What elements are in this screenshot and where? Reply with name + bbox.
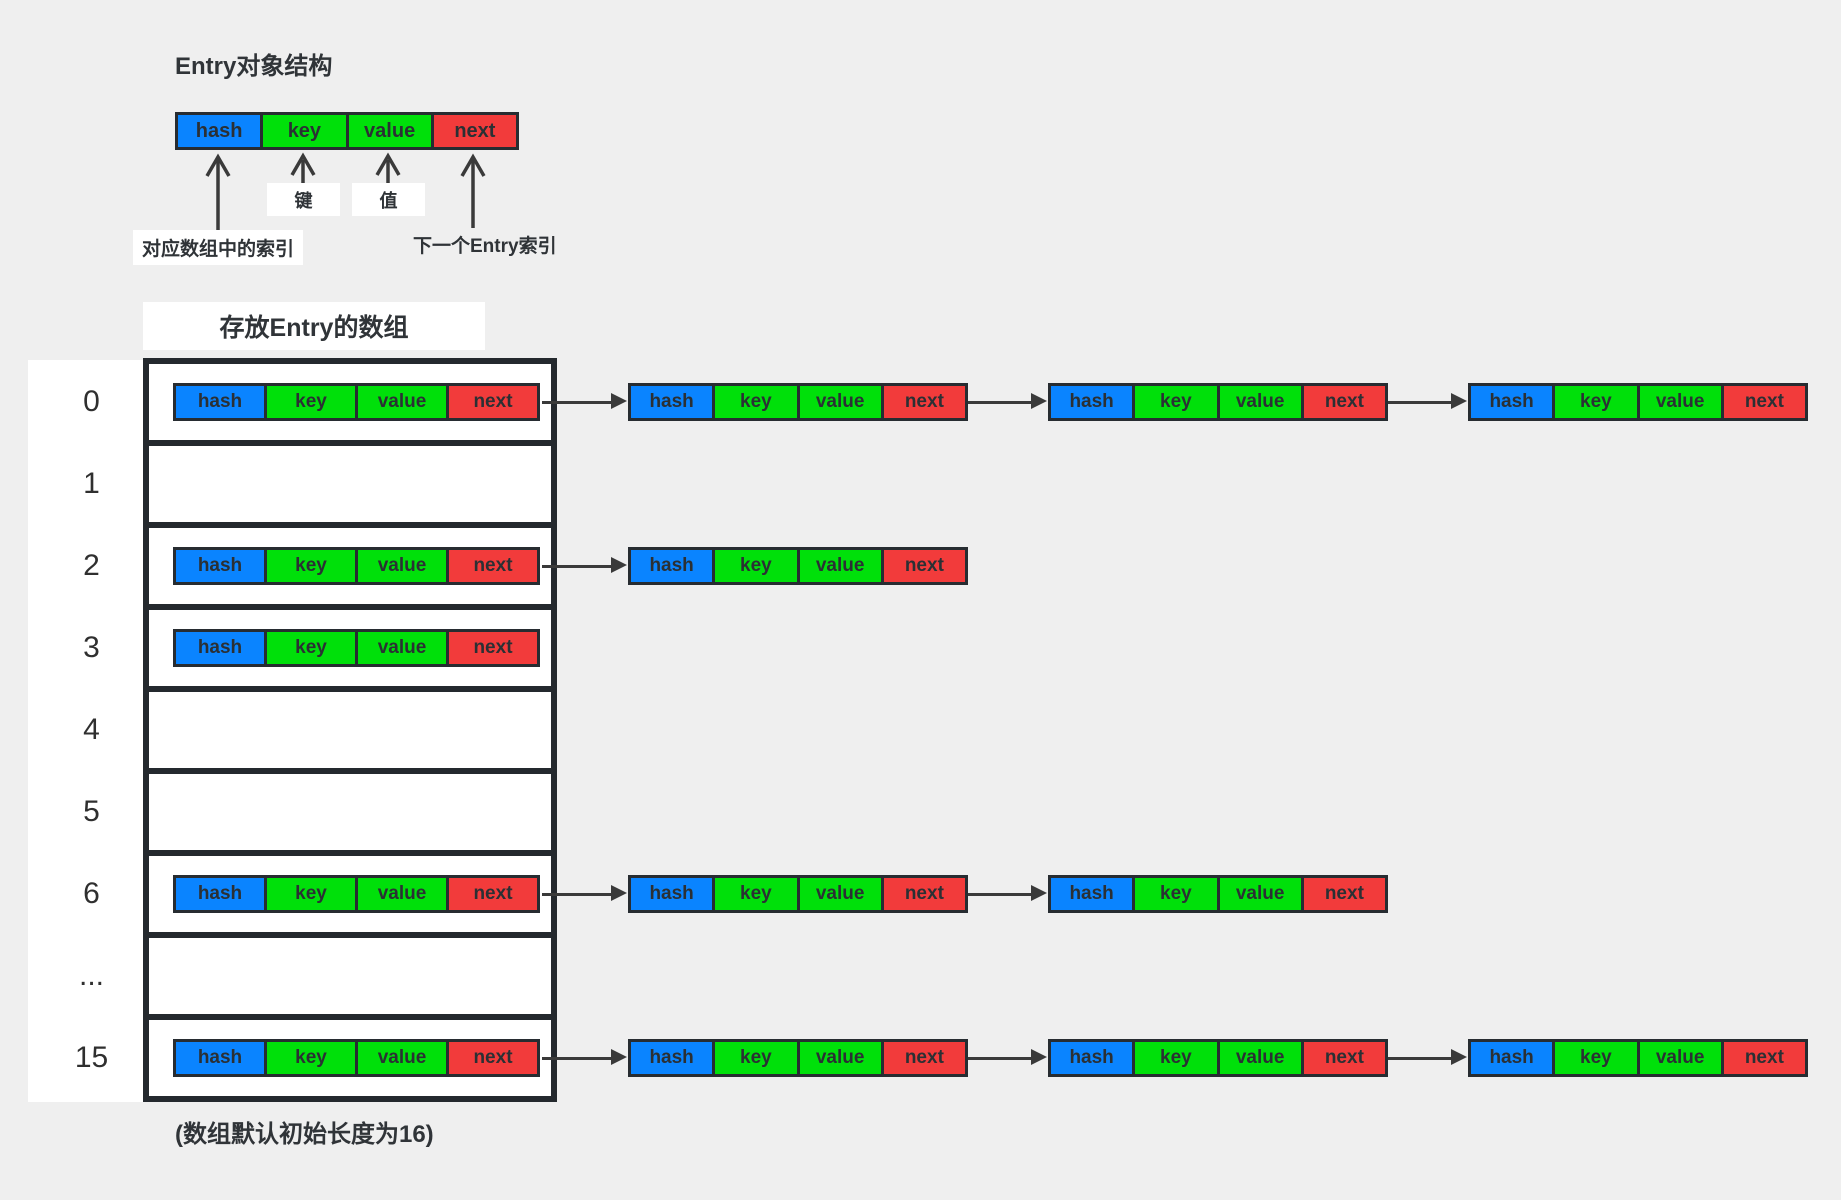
entry-cell-next: next: [1300, 383, 1388, 421]
entry-cell-next: next: [880, 875, 968, 913]
entry-cell-key: key: [712, 875, 800, 913]
entry-cell-key: key: [712, 547, 800, 585]
entry-cell-key: key: [712, 1039, 800, 1077]
arrowhead-icon: [611, 393, 627, 409]
next-pointer-arrow: [460, 153, 486, 228]
entry-cell-hash: hash: [1048, 383, 1136, 421]
entry-cell-next: next: [1300, 875, 1388, 913]
entry-cell-hash: hash: [628, 875, 716, 913]
entry-cell-next: next: [880, 1039, 968, 1077]
arrowhead-icon: [1451, 393, 1467, 409]
array-title: 存放Entry的数组: [143, 302, 485, 350]
entry-cell-key: key: [1552, 383, 1640, 421]
entry-cell-next: next: [1300, 1039, 1388, 1077]
entry-cell-key: key: [1552, 1039, 1640, 1077]
entry-cell-next: next: [880, 383, 968, 421]
arrowhead-icon: [611, 885, 627, 901]
entry-cell-key: key: [1132, 875, 1220, 913]
key-pointer-arrow: [290, 152, 316, 183]
entry-cell-hash: hash: [1048, 875, 1136, 913]
pointer-arrows: [205, 152, 486, 232]
array-footnote: (数组默认初始长度为16): [175, 1121, 434, 1148]
hash-pointer-arrow: [205, 153, 231, 232]
entry-structure-title: Entry对象结构: [175, 53, 333, 80]
entry-cell-value: value: [796, 875, 884, 913]
entry-cell-hash: hash: [1468, 1039, 1556, 1077]
entry-cell-value: value: [796, 1039, 884, 1077]
arrowhead-icon: [1031, 885, 1047, 901]
entry-cell-value: value: [1636, 383, 1724, 421]
entry-cell-key: key: [712, 383, 800, 421]
index-column: [28, 360, 155, 1102]
entry-array-box: [143, 358, 557, 1102]
entry-cell-next: next: [880, 547, 968, 585]
entry-cell-key: key: [1132, 1039, 1220, 1077]
entry-cell-hash: hash: [1048, 1039, 1136, 1077]
entry-cell-hash: hash: [628, 1039, 716, 1077]
entry-cell-next: next: [1720, 383, 1808, 421]
value-pointer-arrow: [375, 152, 401, 183]
key-annotation-label: 键: [267, 183, 340, 216]
value-annotation-label: 值: [352, 183, 425, 216]
next-annotation-label: 下一个Entry索引: [413, 236, 557, 257]
entry-cell-value: value: [1216, 383, 1304, 421]
entry-cell-value: value: [796, 383, 884, 421]
arrowhead-icon: [611, 557, 627, 573]
entry-cell-hash: hash: [628, 547, 716, 585]
entry-cell-key: key: [1132, 383, 1220, 421]
arrowhead-icon: [1031, 1049, 1047, 1065]
entry-cell-value: value: [1216, 1039, 1304, 1077]
entry-cell-next: next: [1720, 1039, 1808, 1077]
arrowhead-icon: [611, 1049, 627, 1065]
entry-cell-hash: hash: [1468, 383, 1556, 421]
arrowhead-icon: [1451, 1049, 1467, 1065]
entry-cell-value: value: [1216, 875, 1304, 913]
entry-cell-value: value: [1636, 1039, 1724, 1077]
entry-cell-hash: hash: [628, 383, 716, 421]
entry-cell-value: value: [796, 547, 884, 585]
hash-annotation-label: 对应数组中的索引: [133, 230, 303, 265]
arrowhead-icon: [1031, 393, 1047, 409]
